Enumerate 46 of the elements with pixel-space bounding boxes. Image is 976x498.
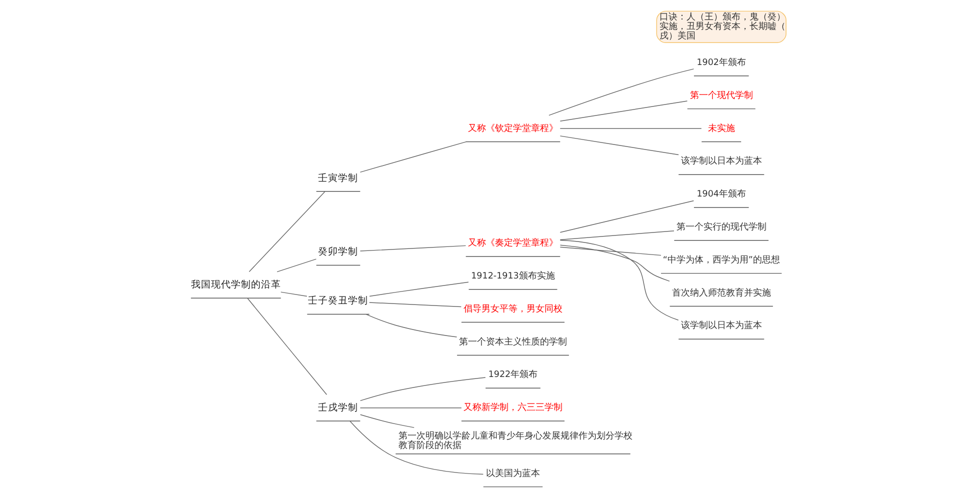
- connector: [559, 240, 678, 320]
- node-text: 1912-1913颁布实施: [470, 272, 554, 282]
- connector: [559, 246, 661, 256]
- node-text: 又称新学制，六三三学制: [462, 403, 562, 414]
- connector: [368, 282, 468, 297]
- node-text: 壬子癸丑学制: [308, 296, 368, 307]
- connector: [368, 302, 462, 308]
- connector: [559, 136, 678, 156]
- connector: [246, 298, 327, 396]
- connector: [559, 244, 670, 282]
- connector: [559, 128, 702, 129]
- node-text: 第一个实行的现代学制: [676, 222, 766, 233]
- node-text: 首次纳入师范教育并实施: [671, 288, 770, 298]
- node-text: 癸卯学制: [318, 246, 358, 258]
- connector: [359, 377, 486, 402]
- node-text: 又称《钦定学堂章程》: [467, 124, 558, 134]
- connector: [359, 141, 466, 173]
- connector: [559, 200, 694, 233]
- node-text: 该学制以日本为蓝本: [680, 321, 762, 332]
- node-text: 该学制以日本为蓝本: [680, 156, 762, 167]
- node-text: 未实施: [707, 124, 734, 134]
- connector: [248, 191, 325, 272]
- node-text: 倡导男女平等，男女同校: [462, 304, 562, 314]
- node-text: “中学为体，西学为用”的思想: [662, 255, 780, 266]
- connector: [559, 100, 688, 122]
- node-text: 第一次明确以学龄儿童和青少年身心发展规律作为划分学校教育阶段的依据: [398, 431, 632, 451]
- node-text: 以美国为蓝本: [485, 468, 540, 479]
- node-text: 壬戌学制: [318, 402, 358, 414]
- connector: [359, 245, 466, 252]
- node-text: 1902年颁布: [696, 58, 746, 68]
- node-text: 又称《奏定学堂章程》: [467, 238, 558, 249]
- connector: [359, 414, 414, 428]
- node-box: 口诀：人（王）颁布，鬼（癸）实施，丑男女有资本，长期嘘（戌）美国: [656, 10, 786, 43]
- node-text: 第一个现代学制: [689, 90, 752, 101]
- connector: [349, 420, 484, 475]
- connector: [548, 68, 694, 116]
- connector: [280, 292, 307, 297]
- connector: [365, 314, 457, 338]
- connector: [359, 407, 462, 408]
- node-text: 第一个资本主义性质的学制: [458, 337, 566, 348]
- node-text: 1904年颁布: [696, 190, 746, 200]
- connector: [559, 230, 674, 240]
- node-text: 壬寅学制: [318, 172, 358, 184]
- node-text: 1922年颁布: [488, 370, 538, 380]
- connector: [276, 258, 316, 272]
- node-text: 我国现代学制的沿革: [190, 279, 280, 290]
